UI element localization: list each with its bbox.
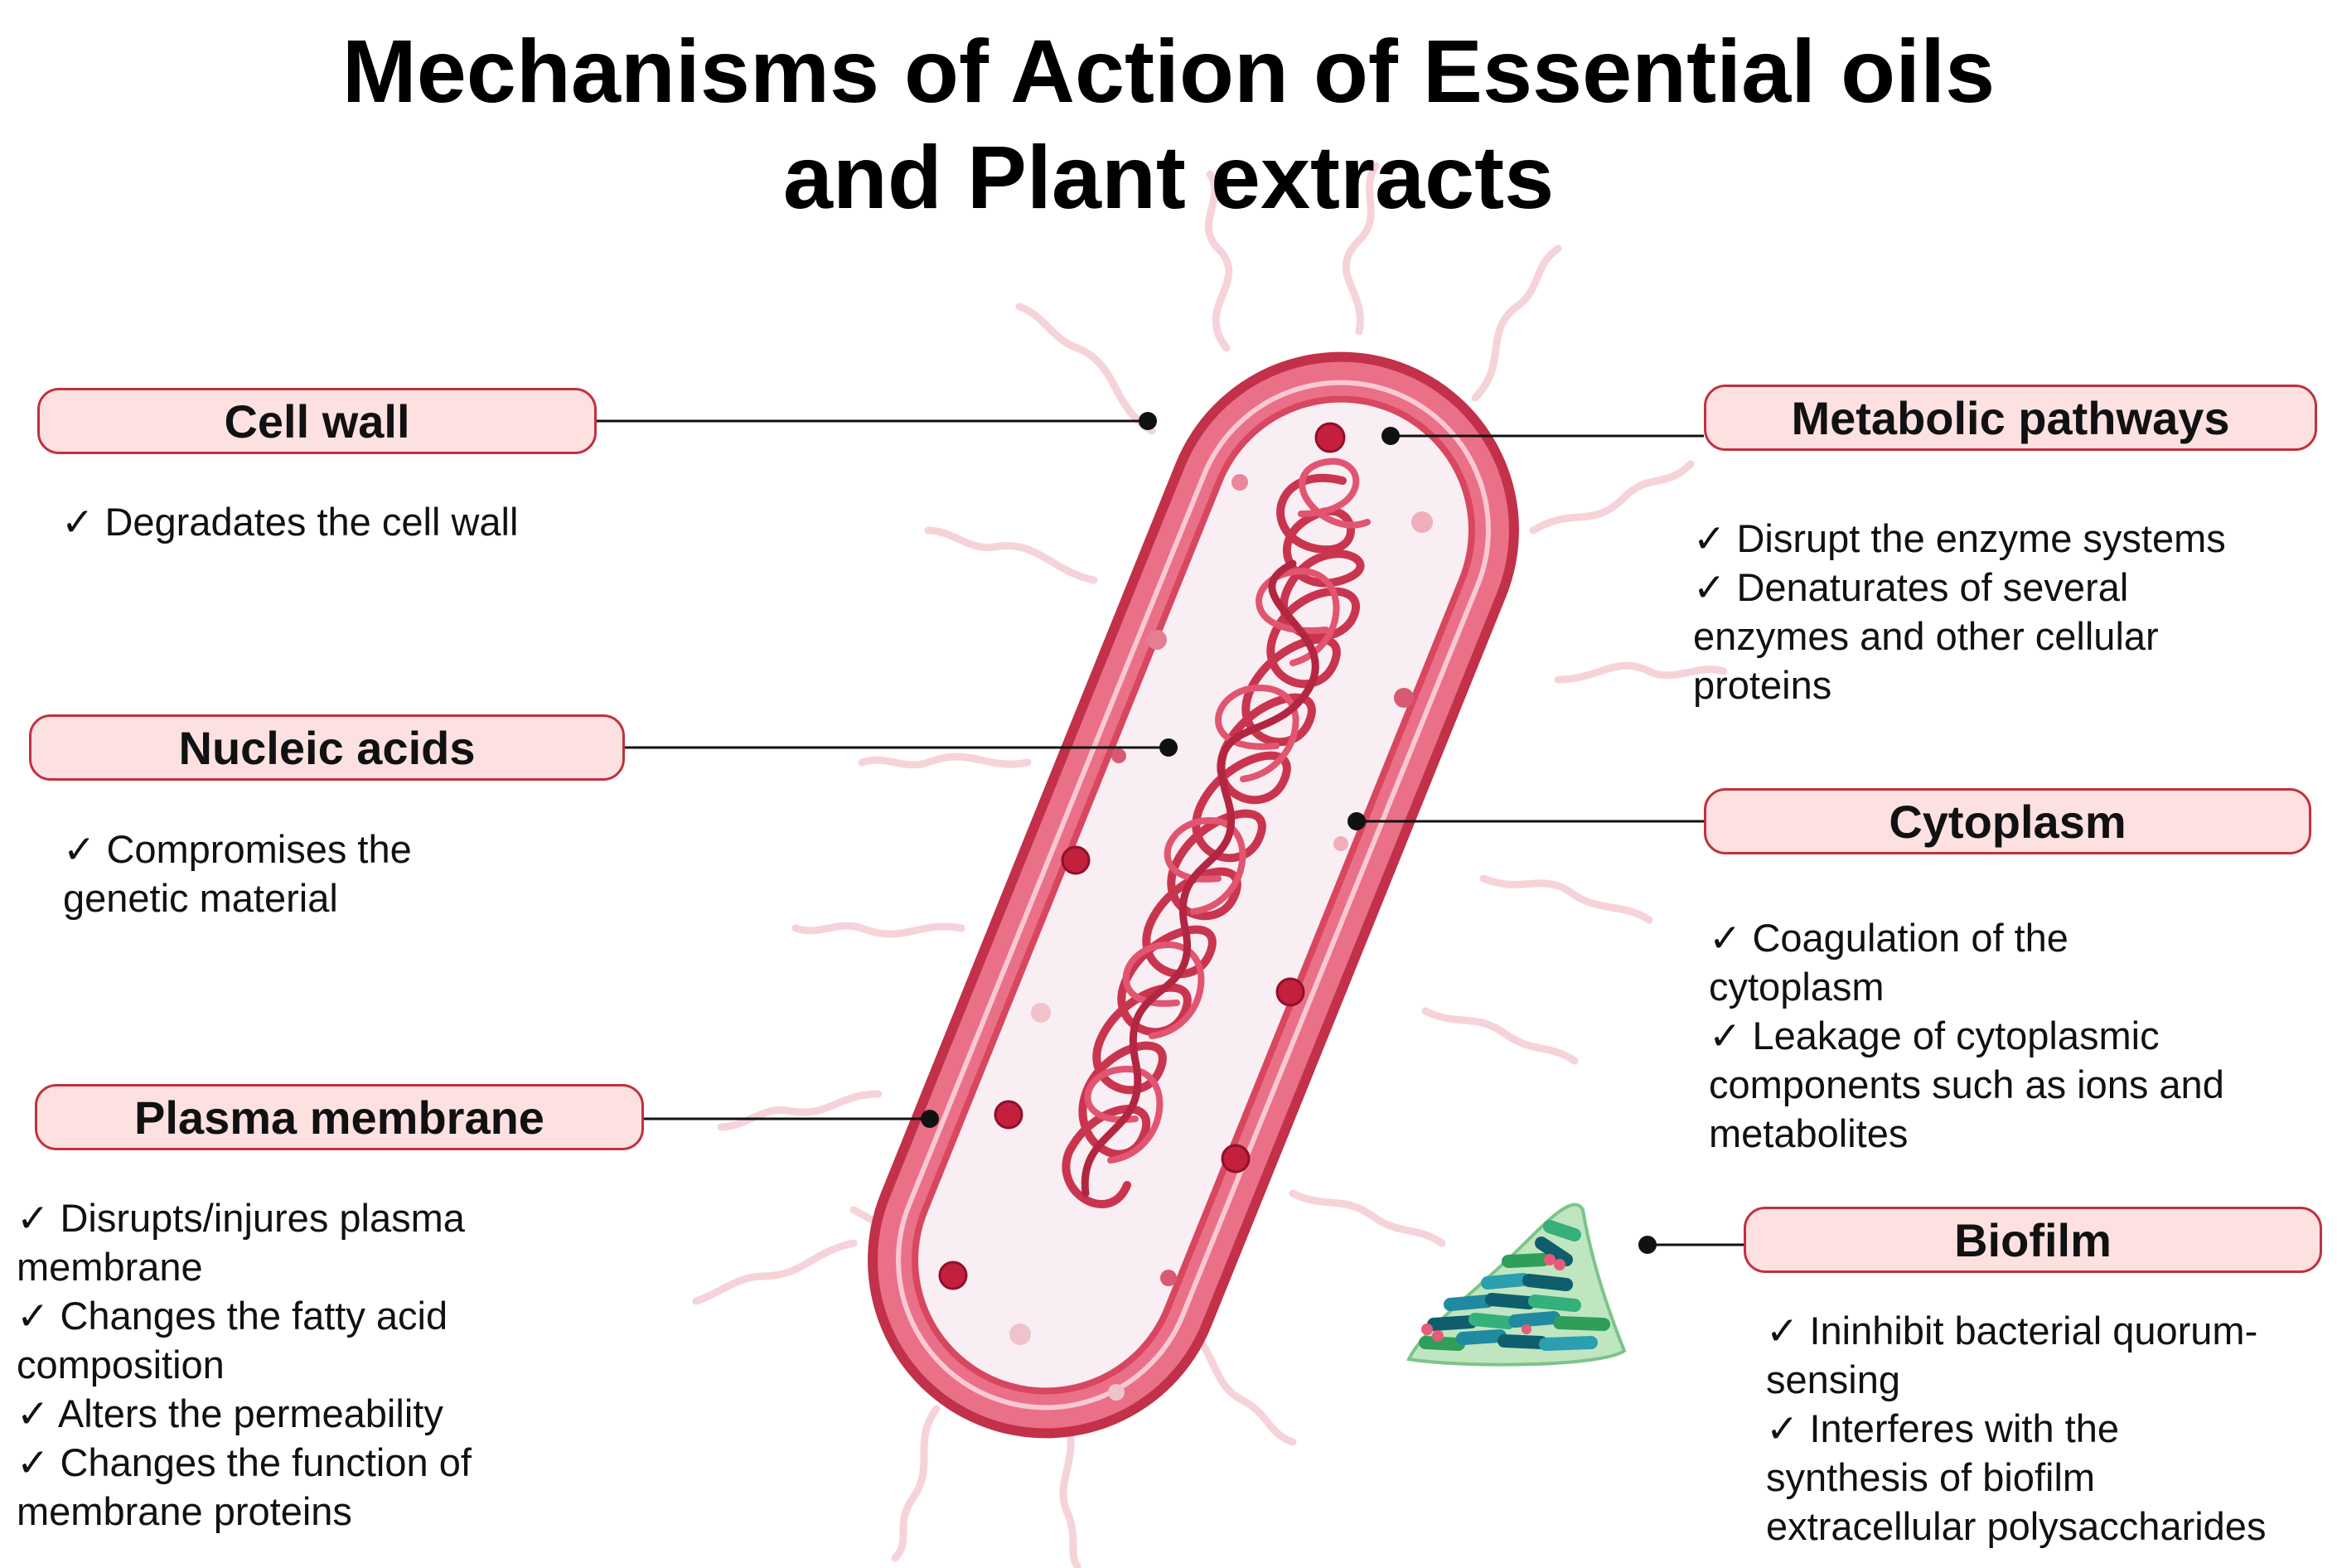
cell-wall-highlight <box>896 380 1491 1411</box>
note-line: components such as ions and <box>1709 1062 2224 1106</box>
title-line-2: and Plant extracts <box>782 127 1555 227</box>
note-line: ✓ Denaturates of several <box>1693 565 2129 609</box>
leader-dots <box>921 412 1657 1254</box>
note-line: enzymes and other cellular <box>1693 614 2159 658</box>
note-line: ✓ Changes the fatty acid <box>17 1294 448 1338</box>
note-line: ✓ Compromises the <box>63 827 412 871</box>
cell-wall-label: Cell wall <box>37 388 597 454</box>
biofilm-notes: ✓ Ininhibit bacterial quorum- sensing ✓ … <box>1766 1306 2266 1551</box>
note-line: ✓ Changes the function of <box>17 1440 472 1484</box>
cytoplasm-notes: ✓ Coagulation of the cytoplasm ✓ Leakage… <box>1709 913 2224 1158</box>
leader-lines <box>597 419 1744 1246</box>
note-line: metabolites <box>1709 1111 1909 1155</box>
plasma-membrane-heading: Plasma membrane <box>134 1091 544 1144</box>
note-line: extracellular polysaccharides <box>1766 1504 2267 1548</box>
note-line: synthesis of biofilm <box>1766 1455 2096 1499</box>
nucleoid-dna <box>1062 457 1371 1208</box>
page-title: Mechanisms of Action of Essential oils a… <box>0 18 2337 230</box>
metabolic-pathways-notes: ✓ Disrupt the enzyme systems ✓ Denaturat… <box>1693 514 2226 709</box>
nucleic-acids-notes: ✓ Compromises the genetic material <box>63 825 412 922</box>
note-line: ✓ Ininhibit bacterial quorum- <box>1766 1309 2258 1353</box>
ribosomes <box>938 422 1433 1401</box>
metabolic-pathways-label: Metabolic pathways <box>1704 385 2317 451</box>
nucleic-acids-heading: Nucleic acids <box>178 721 476 774</box>
note-line: proteins <box>1693 663 1832 707</box>
note-line: sensing <box>1766 1357 1900 1401</box>
note-line: composition <box>17 1343 225 1387</box>
metabolic-pathways-heading: Metabolic pathways <box>1791 391 2230 444</box>
note-line: ✓ Interferes with the <box>1766 1406 2120 1450</box>
biofilm-illustration <box>1406 1203 1627 1367</box>
note-line: cytoplasm <box>1709 965 1885 1009</box>
note-line: ✓ Leakage of cytoplasmic <box>1709 1014 2160 1057</box>
cell-wall-notes: ✓ Degradates the cell wall <box>61 497 518 546</box>
cytoplasm-label: Cytoplasm <box>1704 788 2311 854</box>
cytoplasm-area <box>918 402 1468 1388</box>
title-line-1: Mechanisms of Action of Essential oils <box>341 21 1996 121</box>
note-line: ✓ Alters the permeability <box>17 1391 443 1435</box>
cytoplasm-heading: Cytoplasm <box>1889 795 2127 848</box>
biofilm-label: Biofilm <box>1744 1207 2322 1273</box>
note-line: membrane <box>17 1245 203 1289</box>
nucleic-acids-label: Nucleic acids <box>29 714 625 781</box>
note-line: genetic material <box>63 876 338 920</box>
note-line: ✓ Degradates the cell wall <box>61 500 519 544</box>
note-line: ✓ Disrupts/injures plasma <box>17 1196 465 1240</box>
note-line: membrane proteins <box>17 1489 352 1533</box>
plasma-membrane-label: Plasma membrane <box>35 1084 644 1150</box>
biofilm-heading: Biofilm <box>1954 1213 2112 1266</box>
cell-wall-heading: Cell wall <box>224 394 410 448</box>
note-line: ✓ Coagulation of the <box>1709 916 2068 960</box>
note-line: ✓ Disrupt the enzyme systems <box>1693 516 2226 560</box>
plasma-membrane-notes: ✓ Disrupts/injures plasma membrane ✓ Cha… <box>17 1193 472 1536</box>
